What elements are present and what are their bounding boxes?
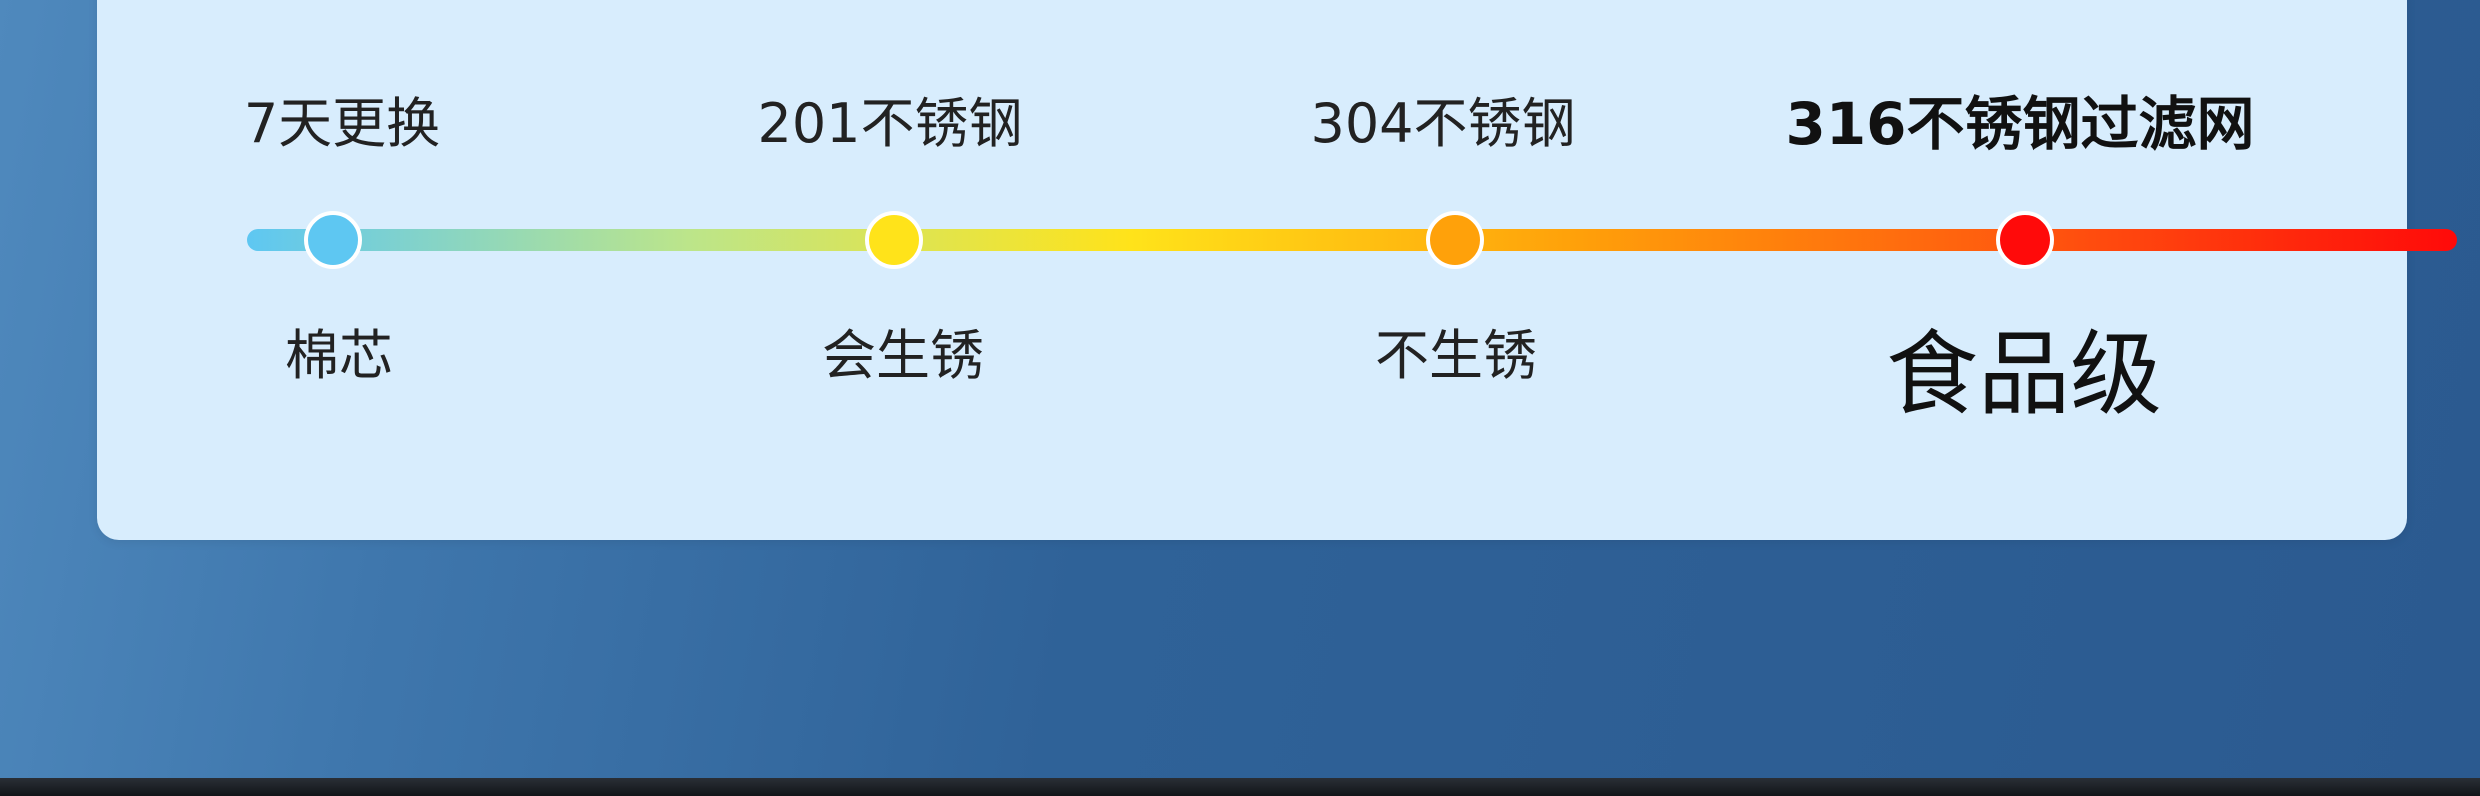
- step-top-label-1: 7天更换: [243, 92, 441, 155]
- step-top-label-4: 316不锈钢过滤网: [1785, 90, 2255, 158]
- step-bottom-label-4: 食品级: [1885, 321, 2163, 428]
- bottom-edge-strip: [0, 778, 2480, 796]
- step-bottom-label-1: 棉芯: [285, 324, 393, 387]
- timeline-node-316: [1996, 211, 2054, 269]
- step-top-label-2: 201不锈钢: [757, 92, 1023, 155]
- step-bottom-label-3: 不生锈: [1375, 324, 1537, 387]
- timeline-node-201: [865, 211, 923, 269]
- step-top-label-3: 304不锈钢: [1310, 92, 1576, 155]
- timeline-node-cotton: [304, 211, 362, 269]
- comparison-card: 7天更换 201不锈钢 304不锈钢 316不锈钢过滤网 棉芯 会生锈 不生锈 …: [97, 0, 2457, 540]
- timeline-node-304: [1426, 211, 1484, 269]
- step-bottom-label-2: 会生锈: [822, 324, 984, 387]
- progress-track: [247, 229, 2457, 251]
